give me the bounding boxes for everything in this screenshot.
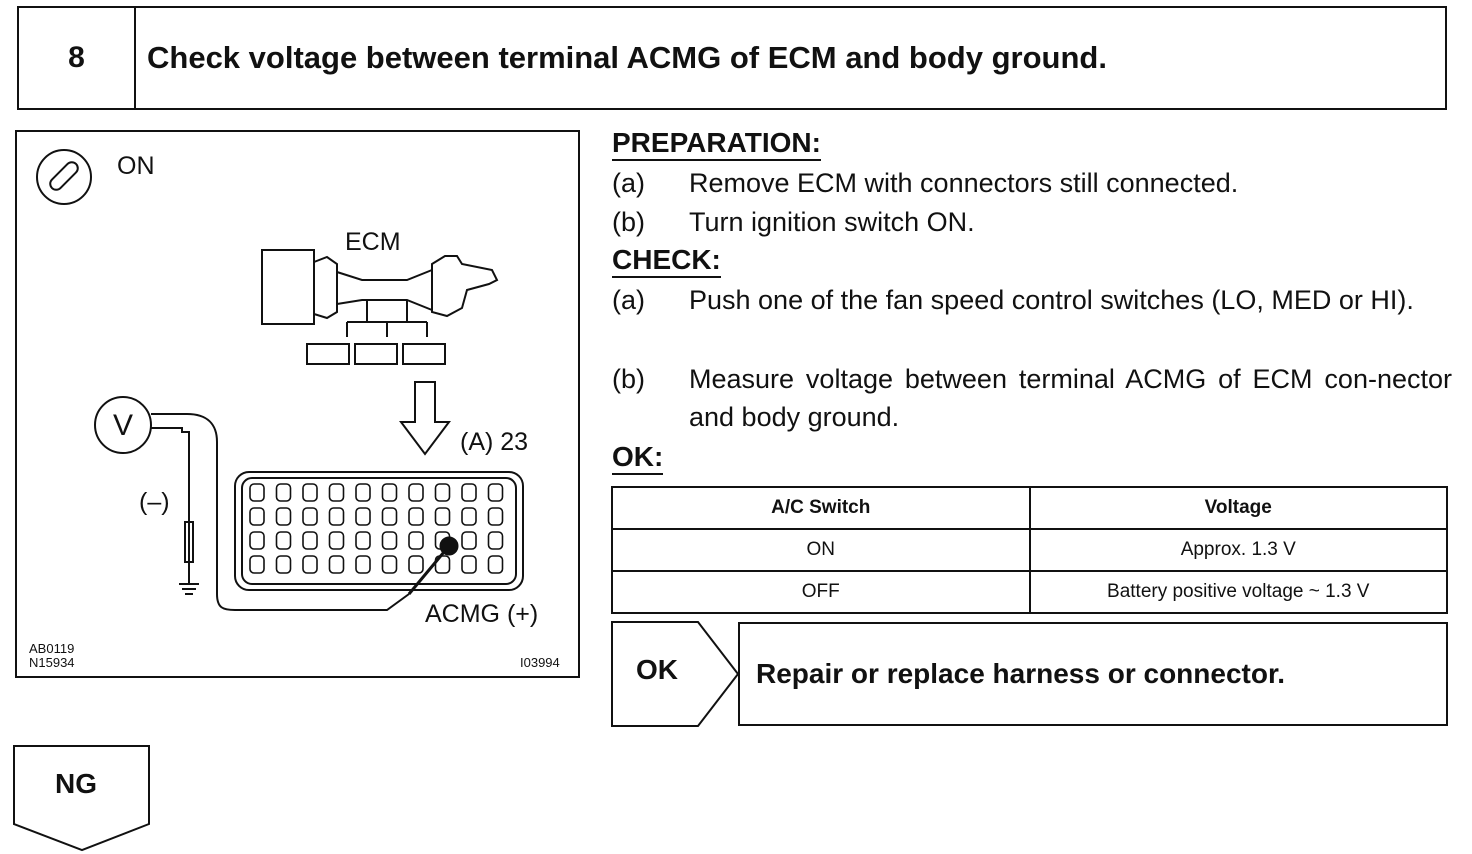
figure-code: N15934 xyxy=(29,655,75,670)
connector-pin xyxy=(302,531,318,550)
connector-pin xyxy=(381,531,398,550)
connector-pin xyxy=(434,507,451,526)
connector-pin xyxy=(461,531,477,550)
connector-pin xyxy=(275,555,292,574)
ignition-switch-icon xyxy=(36,149,92,205)
table-row: ON Approx. 1.3 V xyxy=(611,528,1448,572)
step-title: Check voltage between terminal ACMG of E… xyxy=(147,40,1107,75)
connector-pin xyxy=(302,555,318,574)
connector-pin xyxy=(408,507,424,526)
illustration-drawing xyxy=(36,149,524,611)
connector-pin xyxy=(461,507,477,526)
connector-pin xyxy=(381,507,398,526)
list-item: (b) Measure voltage between terminal ACM… xyxy=(612,360,1452,436)
down-arrow-icon xyxy=(399,381,451,456)
connector-pin xyxy=(328,483,345,502)
probe-icon xyxy=(407,536,459,595)
ok-label: OK xyxy=(636,654,678,685)
ecm-unit-icon xyxy=(261,249,499,365)
table-header-row: A/C Switch Voltage xyxy=(611,486,1448,530)
ignition-state-label: ON xyxy=(117,152,155,180)
table-cell: ON xyxy=(611,528,1031,572)
item-text: Turn ignition switch ON. xyxy=(689,207,975,237)
table-cell: Approx. 1.3 V xyxy=(1028,528,1448,572)
voltmeter-label: V xyxy=(113,409,134,442)
connector-pin xyxy=(275,507,292,526)
connector-pin xyxy=(408,555,424,574)
list-item: (a) Remove ECM with connectors still con… xyxy=(612,164,1452,202)
connector-pin xyxy=(487,483,504,502)
ng-arrow-shape xyxy=(13,745,150,852)
step-number: 8 xyxy=(19,8,136,108)
connector-pin xyxy=(381,483,398,502)
item-letter: (b) xyxy=(612,364,645,394)
step-header: 8 Check voltage between terminal ACMG of… xyxy=(17,6,1447,110)
connector-pin xyxy=(249,507,265,526)
ok-action-text: Repair or replace harness or connector. xyxy=(756,658,1286,689)
column-header: Voltage xyxy=(1028,486,1448,530)
connector-pin xyxy=(249,555,265,574)
connector-pin xyxy=(328,555,345,574)
connector-pin xyxy=(434,483,451,502)
connector-pin xyxy=(328,531,345,550)
connector-pins xyxy=(249,483,504,574)
list-item: (a) Push one of the fan speed control sw… xyxy=(612,281,1452,319)
connector-pin xyxy=(275,483,292,502)
ok-voltage-table: A/C Switch Voltage ON Approx. 1.3 V OFF … xyxy=(611,486,1448,614)
ng-label: NG xyxy=(55,768,97,799)
connector-pin xyxy=(355,531,371,550)
connector-pin xyxy=(249,531,265,550)
connector-pin xyxy=(355,507,371,526)
item-text: Push one of the fan speed control switch… xyxy=(689,285,1414,315)
connector-pin xyxy=(487,507,504,526)
negative-label: (–) xyxy=(139,488,170,516)
connector-pin xyxy=(355,555,371,574)
voltmeter-icon xyxy=(94,396,410,611)
table-cell: OFF xyxy=(611,570,1031,614)
check-heading: CHECK: xyxy=(612,244,721,278)
column-header: A/C Switch xyxy=(611,486,1031,530)
table-cell: Battery positive voltage ~ 1.3 V xyxy=(1028,570,1448,614)
terminal-label: ACMG (+) xyxy=(425,600,539,628)
connector-face xyxy=(234,471,524,591)
connector-pin xyxy=(355,483,371,502)
item-text: Measure voltage between terminal ACMG of… xyxy=(689,364,1452,432)
list-item: (b) Turn ignition switch ON. xyxy=(612,203,1452,241)
item-text: Remove ECM with connectors still connect… xyxy=(689,168,1239,198)
table-row: OFF Battery positive voltage ~ 1.3 V xyxy=(611,570,1448,614)
wiring-illustration: ON ECM (A) 23 V (–) ACMG (+) AB0119 N159… xyxy=(15,130,580,678)
figure-id: I03994 xyxy=(520,655,560,670)
connector-pin xyxy=(302,483,318,502)
item-letter: (a) xyxy=(612,168,645,198)
connector-pin xyxy=(275,531,292,550)
connector-pin xyxy=(381,555,398,574)
connector-pin xyxy=(302,507,318,526)
connector-label: (A) 23 xyxy=(460,428,529,456)
ok-action-box: Repair or replace harness or connector. xyxy=(738,622,1448,726)
connector-pin xyxy=(461,483,477,502)
item-letter: (a) xyxy=(612,285,645,315)
connector-pin xyxy=(461,555,477,574)
connector-pin xyxy=(408,531,424,550)
connector-pin xyxy=(487,555,504,574)
connector-pin xyxy=(408,483,424,502)
preparation-heading: PREPARATION: xyxy=(612,127,821,161)
ok-arrow-shape xyxy=(611,621,740,727)
ok-heading: OK: xyxy=(612,441,664,475)
figure-code: AB0119 xyxy=(29,641,75,656)
connector-pin xyxy=(328,507,345,526)
ecm-label: ECM xyxy=(345,228,401,256)
connector-pin xyxy=(487,531,504,550)
item-letter: (b) xyxy=(612,207,645,237)
connector-pin xyxy=(249,483,265,502)
